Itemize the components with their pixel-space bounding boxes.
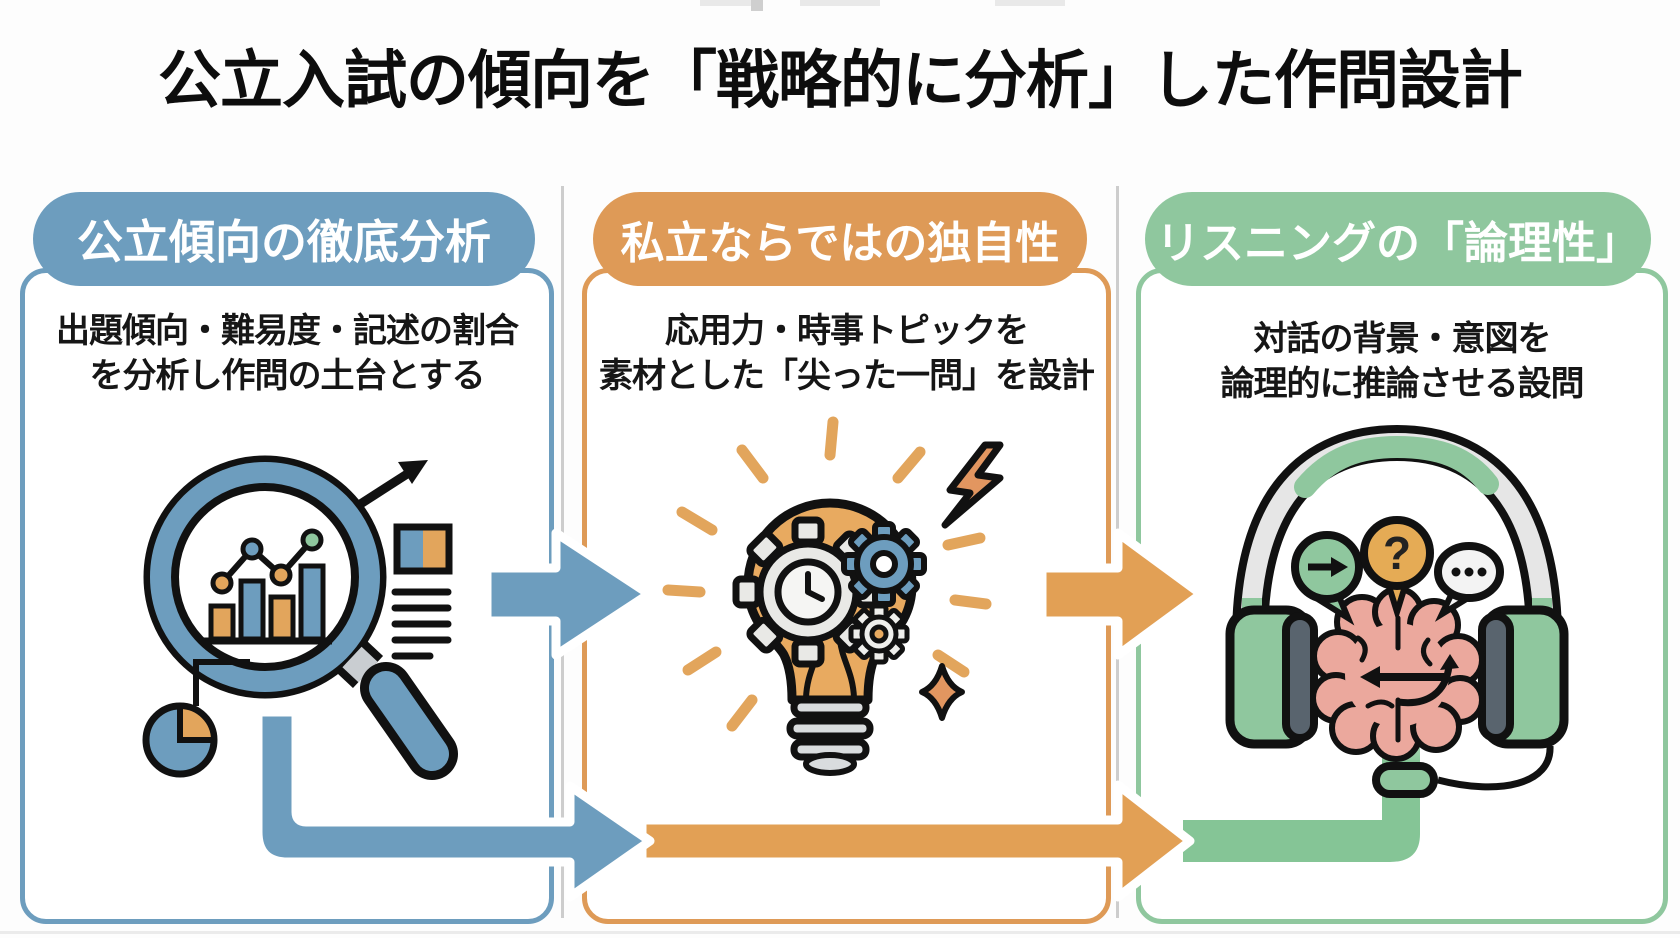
panel-body-text: 出題傾向・難易度・記述の割合 を分析し作問の土台とする	[25, 309, 549, 399]
flow-green-band	[1183, 760, 1420, 862]
body-line: 対話の背景・意図を	[1253, 320, 1552, 358]
magnifier-handle	[336, 640, 458, 780]
panel-header-badge: 公立傾向の徹底分析	[33, 192, 535, 286]
magnifier-lens	[143, 455, 387, 699]
panel-header-label: 私立ならではの独自性	[620, 219, 1060, 268]
top-artifact	[800, 0, 880, 6]
body-line: 論理的に推論させる設問	[1220, 365, 1585, 403]
panel-header-label: 公立傾向の徹底分析	[77, 216, 491, 268]
svg-text:?: ?	[1383, 527, 1411, 579]
headphones-brain-icon: ?	[1225, 424, 1569, 798]
lightning-bolt-icon	[941, 441, 1004, 529]
panel-body-text: 対話の背景・意図を 論理的に推論させる設問	[1141, 317, 1663, 407]
brain-arrows	[1360, 654, 1459, 707]
microphone-boom	[1372, 745, 1554, 798]
ear-cup-right	[1478, 605, 1569, 749]
body-line: 出題傾向・難易度・記述の割合	[56, 312, 519, 350]
speech-bubble-question: ?	[1360, 516, 1434, 623]
panel-header-badge: リスニングの「論理性」	[1145, 192, 1651, 286]
top-artifact	[995, 0, 1065, 6]
lightbulb-gears-icon	[662, 416, 1004, 776]
arrow-panel1-to-panel2	[482, 528, 654, 660]
top-artifact	[751, 0, 763, 11]
body-line: を分析し作問の土台とする	[89, 357, 486, 395]
light-rays	[662, 416, 992, 732]
speech-bubble-arrow	[1291, 531, 1363, 626]
panel-body-text: 応用力・時事トピックを 素材とした「尖った一問」を設計	[587, 309, 1106, 399]
page-title: 公立入試の傾向を「戦略的に分析」した作問設計	[158, 46, 1523, 116]
arrow-panel2-to-panel3	[1037, 528, 1206, 660]
gear-blue	[841, 521, 927, 607]
flow-orange-arrow	[637, 780, 1195, 902]
bar-chart	[203, 563, 332, 645]
body-line: 素材とした「尖った一問」を設計	[599, 357, 1095, 395]
pie-chart	[142, 659, 250, 778]
gear-small	[848, 603, 910, 665]
flow-blue-elbow-arrow	[253, 707, 655, 902]
ear-cup-left	[1225, 605, 1318, 749]
magnifier-analytics-icon	[142, 455, 458, 780]
report-list	[391, 523, 453, 660]
line-chart	[210, 528, 324, 595]
panel-header-badge: 私立ならではの独自性	[593, 192, 1087, 286]
body-line: 応用力・時事トピックを	[665, 312, 1029, 350]
speech-bubble-dots	[1434, 542, 1504, 622]
panel-header-label: リスニングの「論理性」	[1156, 219, 1640, 268]
bulb-base	[786, 696, 874, 776]
top-artifact	[700, 0, 755, 6]
bottom-hairline	[0, 931, 1680, 934]
sparkle-icon	[919, 663, 965, 721]
